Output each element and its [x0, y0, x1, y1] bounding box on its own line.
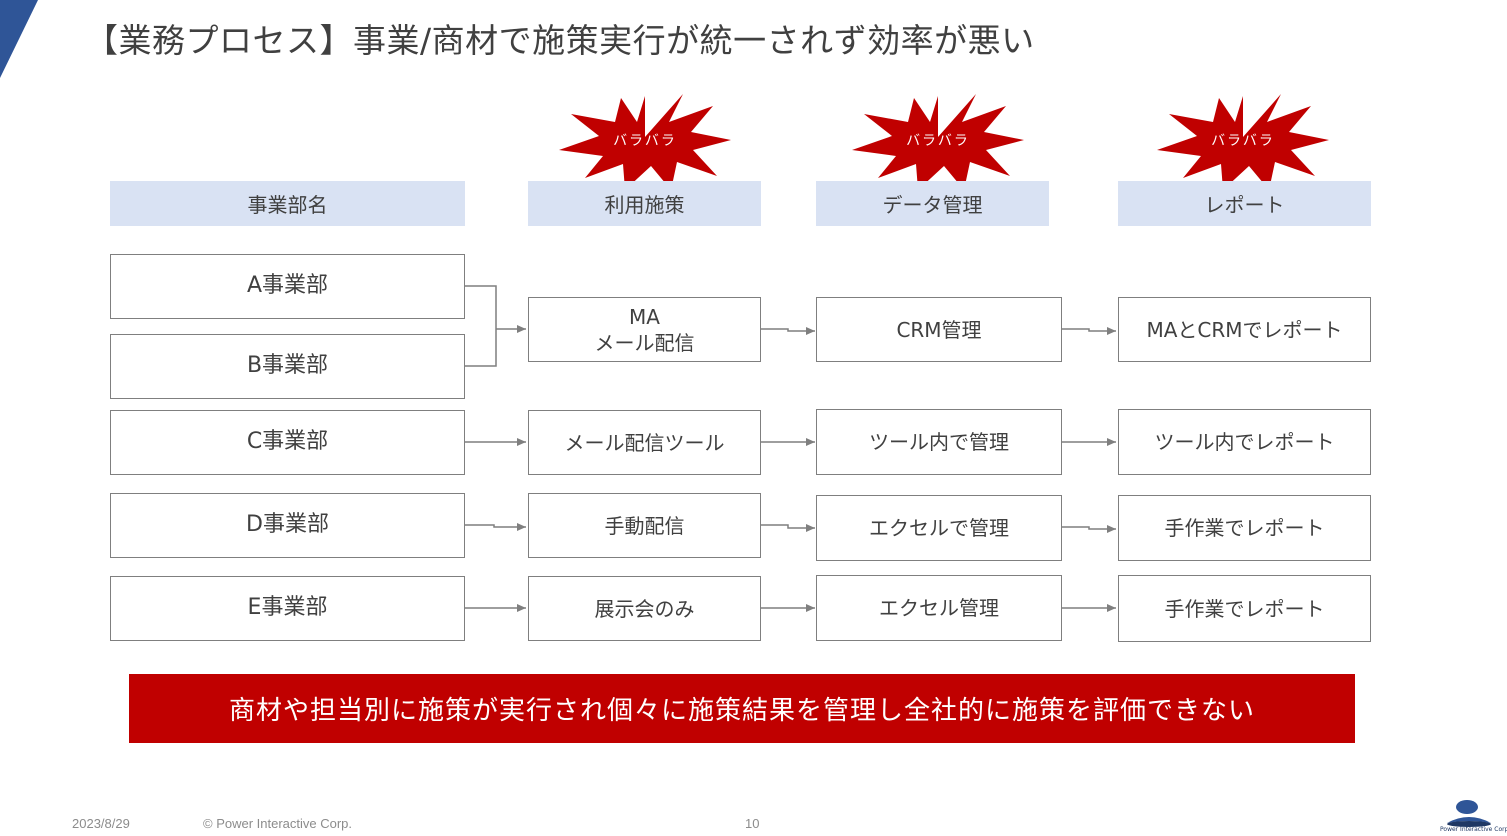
report-d-box: 手作業でレポート	[1118, 495, 1371, 561]
connector-ab-report	[1062, 327, 1116, 335]
header-data: データ管理	[816, 181, 1049, 226]
connector-ab-data	[761, 327, 815, 335]
data-d-box: エクセルで管理	[816, 495, 1062, 561]
connector-d-data	[761, 524, 815, 532]
company-logo-text: Power Interactive Corp	[1440, 826, 1507, 833]
report-ab-box: MAとCRMでレポート	[1118, 297, 1371, 362]
burst-shape	[1157, 94, 1329, 190]
connector-d-report	[1062, 525, 1116, 533]
data-ab-box: CRM管理	[816, 297, 1062, 362]
measure-d-box: 手動配信	[528, 493, 761, 558]
dept-c-box: C事業部	[110, 410, 465, 475]
burst-measure: バラバラ	[555, 92, 735, 192]
burst-shape	[852, 94, 1024, 190]
measure-e-box: 展示会のみ	[528, 576, 761, 641]
connector-a	[465, 285, 497, 329]
burst-label: バラバラ	[613, 133, 677, 149]
report-e-box: 手作業でレポート	[1118, 575, 1371, 642]
footer-copyright: © Power Interactive Corp.	[203, 816, 353, 831]
header-department: 事業部名	[110, 181, 465, 226]
connector-d-measure	[465, 523, 526, 531]
header-measure: 利用施策	[528, 181, 761, 226]
burst-shape	[559, 94, 731, 190]
burst-data: バラバラ	[848, 92, 1028, 192]
conclusion-banner: 商材や担当別に施策が実行され個々に施策結果を管理し全社的に施策を評価できない	[129, 674, 1355, 743]
page-title: 【業務プロセス】事業/商材で施策実行が統一されず効率が悪い	[85, 21, 1035, 60]
dept-a-box: A事業部	[110, 254, 465, 319]
burst-label: バラバラ	[906, 133, 970, 149]
measure-ab-line1: MA	[629, 304, 660, 329]
measure-c-box: メール配信ツール	[528, 410, 761, 475]
connector-b	[465, 329, 497, 367]
footer-page-number: 10	[745, 816, 760, 831]
burst-report: バラバラ	[1153, 92, 1333, 192]
company-logo-icon	[1447, 800, 1491, 827]
dept-b-box: B事業部	[110, 334, 465, 399]
dept-e-box: E事業部	[110, 576, 465, 641]
corner-accent	[0, 0, 38, 78]
dept-d-box: D事業部	[110, 493, 465, 558]
measure-ab-line2: メール配信	[594, 330, 695, 355]
data-c-box: ツール内で管理	[816, 409, 1062, 475]
header-report: レポート	[1118, 181, 1371, 226]
burst-label: バラバラ	[1211, 133, 1275, 149]
measure-ab-box: MA メール配信	[528, 297, 761, 362]
data-e-box: エクセル管理	[816, 575, 1062, 641]
report-c-box: ツール内でレポート	[1118, 409, 1371, 475]
footer-date: 2023/8/29	[72, 816, 130, 831]
